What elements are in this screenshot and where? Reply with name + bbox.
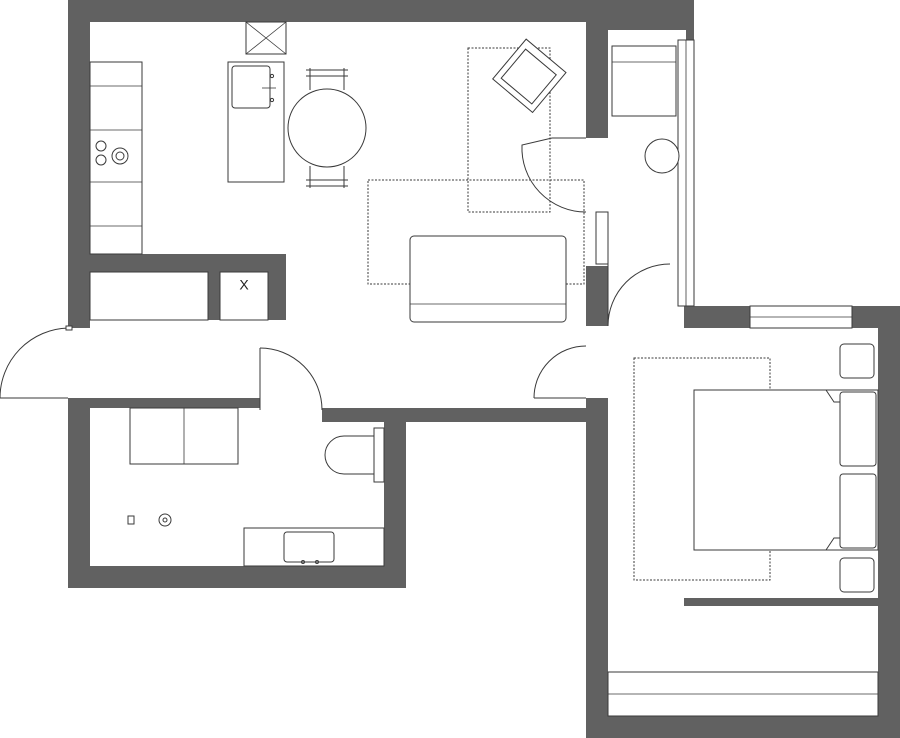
hall-shelf [595, 211, 609, 265]
walls [68, 0, 900, 738]
wall-hall-partition-lower [586, 266, 608, 326]
wall-left-upper [68, 0, 90, 328]
kitchen-sink-icon [231, 65, 276, 109]
bath-sink-icon [283, 531, 335, 564]
entrance-door [0, 325, 73, 399]
wall-bedroom-bottom [586, 716, 900, 738]
wall-bedroom-shelf [684, 598, 878, 606]
wall-utility-block [90, 254, 286, 272]
hall [595, 45, 680, 265]
bathroom-door [259, 347, 323, 411]
wall-bedroom-top-right [852, 306, 900, 328]
nightstand-bottom [839, 557, 875, 593]
chair-bottom [306, 166, 348, 188]
armchair-icon [492, 38, 567, 114]
wall-bedroom-left [586, 398, 608, 738]
hall-door-upper [521, 137, 587, 213]
dining-set [287, 68, 367, 188]
wall-living-bath [322, 408, 586, 422]
washer-label: X [239, 277, 249, 293]
hall-stool [644, 138, 680, 174]
living-area [367, 38, 585, 323]
hall-cabinet [611, 45, 677, 117]
toilet-icon [324, 427, 385, 483]
wall-bottom-bath [68, 566, 406, 588]
stove-icon [95, 140, 129, 166]
ventilation-shaft-icon [245, 21, 287, 55]
doors [0, 137, 671, 411]
wall-hall-partition-upper [586, 22, 608, 138]
hall-door-lower [607, 263, 671, 327]
bed-icon [693, 389, 879, 551]
wall-top [68, 0, 588, 22]
wall-utility-right [268, 254, 286, 320]
wall-bath-top-left [68, 398, 260, 408]
utility-cabinet [89, 271, 209, 321]
bedroom-door [533, 345, 587, 399]
dining-table [287, 88, 367, 168]
bathroom [127, 407, 385, 567]
wall-right-bath [384, 410, 406, 588]
windows [607, 39, 879, 717]
wall-hall-right [686, 30, 694, 40]
sofa-icon [409, 235, 567, 323]
wall-bedroom-right [878, 306, 900, 738]
bedroom [633, 343, 879, 593]
desk-rug [467, 47, 551, 213]
washer-box [219, 271, 269, 321]
wall-left-lower [68, 398, 90, 588]
wall-bedroom-top-left [684, 306, 750, 328]
nightstand-top [839, 343, 875, 379]
wall-utility-left [208, 254, 220, 320]
shower-drain-icon [127, 513, 172, 527]
kitchen: X [89, 21, 287, 321]
chair-top [306, 68, 348, 90]
